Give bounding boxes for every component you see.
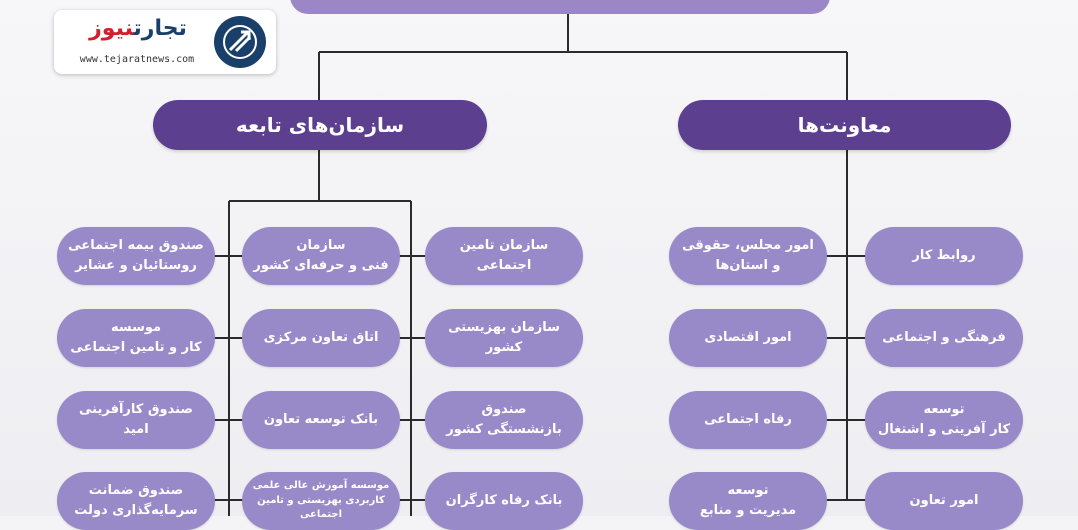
top-root-bar bbox=[290, 0, 830, 14]
node-refah-bank: بانک رفاه کارگران bbox=[425, 472, 583, 530]
logo-url: www.tejaratnews.com bbox=[79, 54, 195, 65]
header-deputies: معاونت‌ها bbox=[678, 100, 1011, 150]
node-cooperative-development-bank: بانک توسعه تعاون bbox=[242, 391, 400, 449]
logo-name: تجارتنیوز bbox=[64, 16, 212, 41]
logo-name-part2: نیوز bbox=[89, 16, 134, 41]
node-welfare-org: سازمان بهزیستی کشور bbox=[425, 309, 583, 367]
node-cooperative-affairs: امور تعاون bbox=[865, 472, 1023, 530]
node-omid-entrepreneurship-fund: صندوق کارآفرینی امید bbox=[57, 391, 215, 449]
tejaratnews-logo-icon bbox=[214, 16, 266, 68]
node-economic-affairs: امور اقتصادی bbox=[669, 309, 827, 367]
tejaratnews-logo: تجارتنیوز www.tejaratnews.com bbox=[54, 10, 276, 74]
node-central-cooperative-chamber: اتاق تعاون مرکزی bbox=[242, 309, 400, 367]
node-social-welfare: رفاه اجتماعی bbox=[669, 391, 827, 449]
header-subsidiary-organizations: سازمان‌های تابعه bbox=[153, 100, 487, 150]
node-social-security-org: سازمان تامین اجتماعی bbox=[425, 227, 583, 285]
node-labor-relations: روابط کار bbox=[865, 227, 1023, 285]
connector-lines bbox=[214, 14, 866, 516]
node-cultural-social: فرهنگی و اجتماعی bbox=[865, 309, 1023, 367]
logo-name-part1: تجارت bbox=[133, 16, 187, 41]
